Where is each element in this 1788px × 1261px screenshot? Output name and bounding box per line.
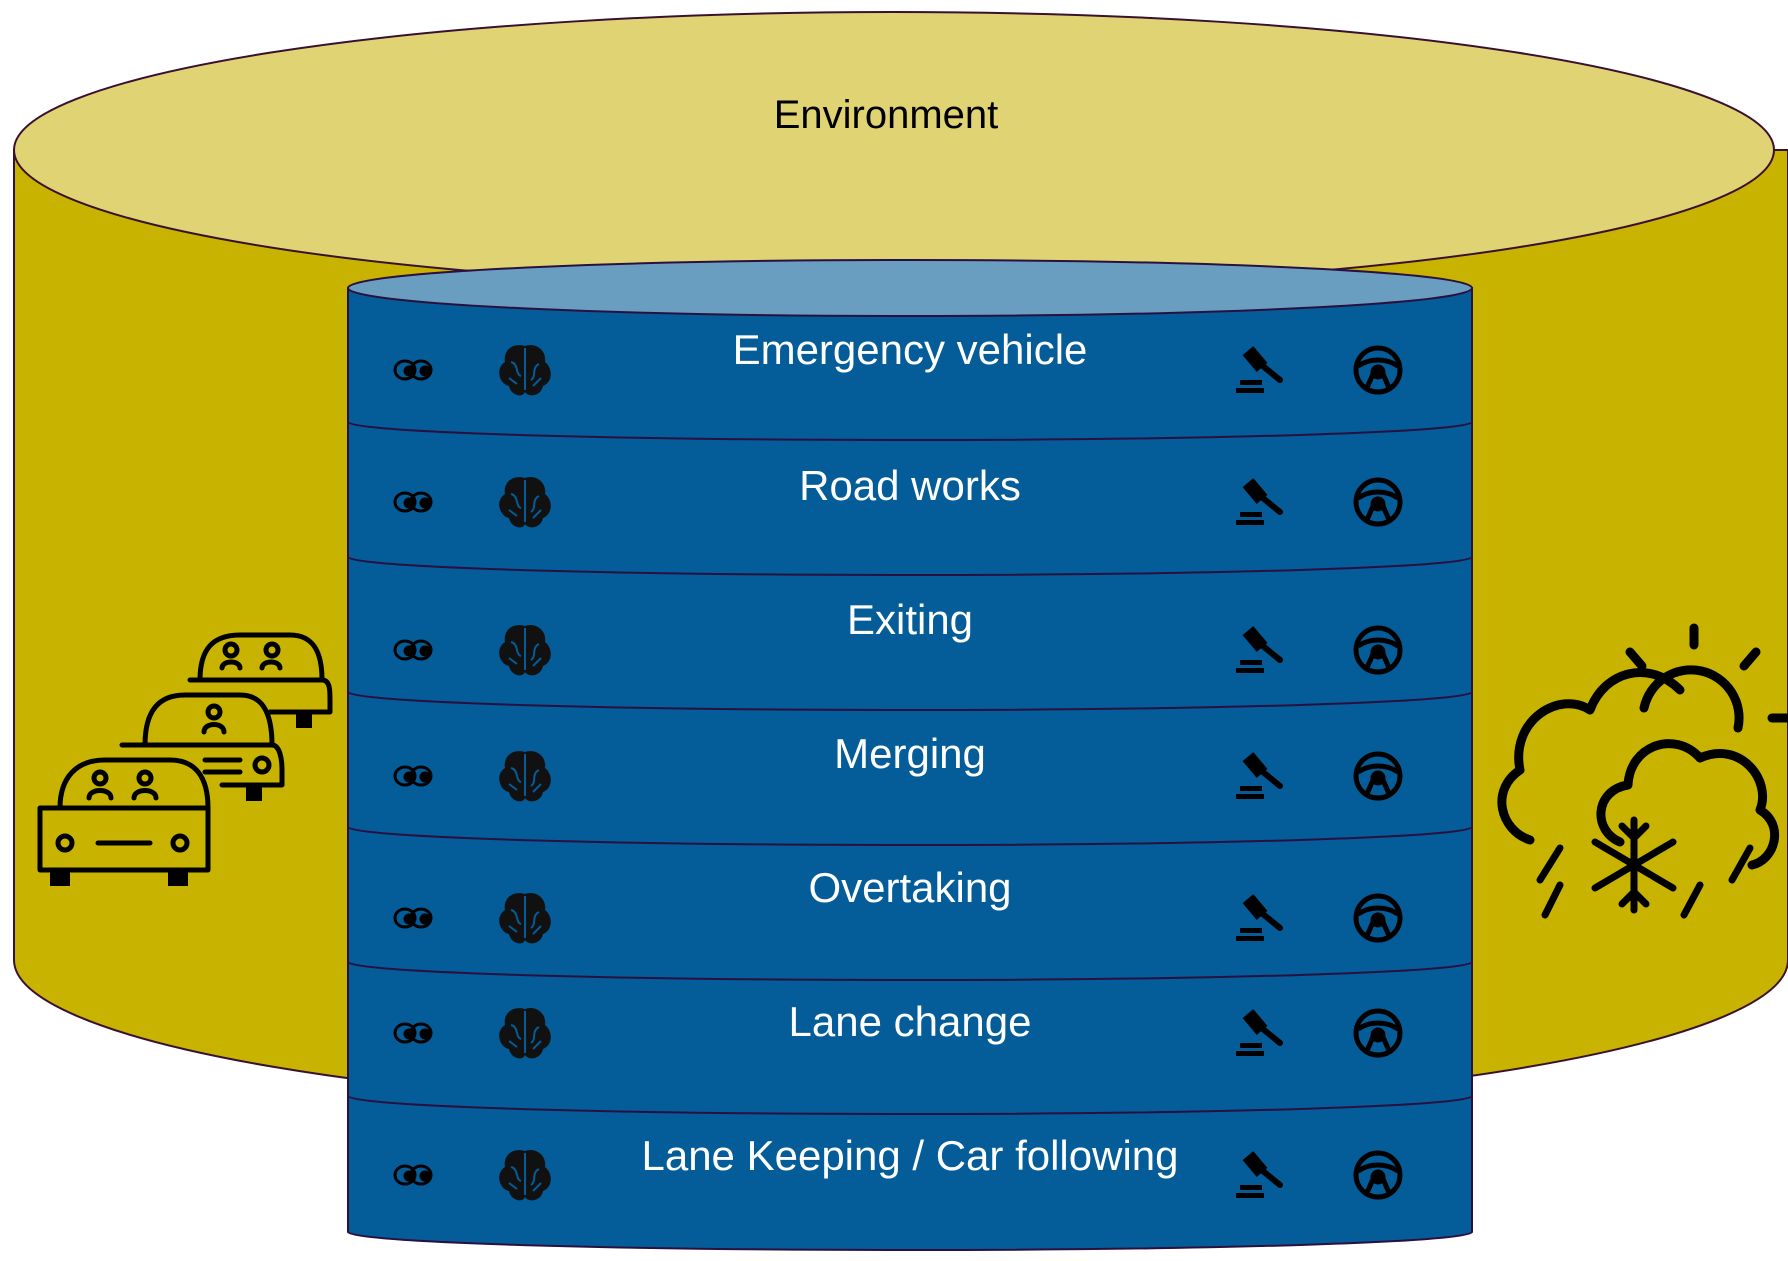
- gavel-icon: [1236, 346, 1283, 393]
- eyes-icon: [393, 639, 433, 661]
- scenario-layer: Exiting: [393, 596, 1403, 676]
- snowflake-icon: [1591, 816, 1677, 914]
- rain-drops-icon: [1536, 844, 1754, 919]
- scenario-layer: Lane change: [393, 998, 1403, 1059]
- layer-separator: [347, 556, 1473, 576]
- gavel-icon: [1236, 894, 1283, 941]
- weather-icon: [1497, 623, 1788, 919]
- eyes-icon: [393, 1022, 433, 1044]
- layer-separator: [347, 1095, 1473, 1115]
- layer-separator: [347, 421, 1473, 441]
- steering-wheel-icon: [1353, 1008, 1403, 1058]
- brain-icon: [499, 750, 551, 802]
- brain-icon: [499, 1007, 551, 1059]
- scenario-layer: Merging: [393, 730, 1403, 802]
- gavel-icon: [1236, 1009, 1283, 1056]
- eyes-icon: [393, 491, 433, 513]
- cloud-icon-back: [1497, 668, 1685, 845]
- eyes-icon: [393, 359, 433, 381]
- eyes-icon: [393, 1164, 433, 1186]
- car-icon-middle: [119, 692, 285, 801]
- brain-icon: [499, 624, 551, 676]
- traffic-cars-icon: [37, 632, 333, 886]
- scenario-layer-label: Lane change: [789, 998, 1032, 1045]
- brain-icon: [499, 476, 551, 528]
- scenario-layer: Road works: [393, 462, 1403, 528]
- scenario-layer-label: Lane Keeping / Car following: [641, 1132, 1178, 1179]
- scenario-layer-label: Road works: [799, 462, 1021, 509]
- steering-wheel-icon: [1353, 893, 1403, 943]
- brain-icon: [499, 892, 551, 944]
- scenario-layer-label: Overtaking: [808, 864, 1011, 911]
- gavel-icon: [1236, 478, 1283, 525]
- scenario-layer: Lane Keeping / Car following: [393, 1132, 1403, 1201]
- environment-cylinder-top: [13, 11, 1775, 289]
- eyes-icon: [393, 765, 433, 787]
- sun-icon: [1625, 623, 1788, 733]
- scenario-layer-label: Emergency vehicle: [733, 326, 1088, 373]
- scenario-stack-body: [347, 287, 1473, 1251]
- brain-icon: [499, 344, 551, 396]
- layer-separator: [347, 961, 1473, 981]
- car-icon-front: [37, 757, 211, 886]
- cloud-icon-front: [1596, 739, 1780, 870]
- scenario-layer: Emergency vehicle: [393, 326, 1403, 396]
- steering-wheel-icon: [1353, 1150, 1403, 1200]
- eyes-icon: [393, 907, 433, 929]
- steering-wheel-icon: [1353, 477, 1403, 527]
- steering-wheel-icon: [1353, 625, 1403, 675]
- steering-wheel-icon: [1353, 751, 1403, 801]
- gavel-icon: [1236, 626, 1283, 673]
- steering-wheel-icon: [1353, 345, 1403, 395]
- scenario-stack-top: [347, 259, 1473, 317]
- scenario-layer: Overtaking: [393, 864, 1403, 944]
- scenario-layer-label: Merging: [834, 730, 986, 777]
- scenario-layer-label: Exiting: [847, 596, 973, 643]
- layer-separator: [347, 691, 1473, 711]
- environment-label: Environment: [774, 93, 999, 137]
- gavel-icon: [1236, 1151, 1283, 1198]
- gavel-icon: [1236, 752, 1283, 799]
- car-icon-back: [187, 632, 333, 728]
- brain-icon: [499, 1149, 551, 1201]
- layer-separator: [347, 826, 1473, 846]
